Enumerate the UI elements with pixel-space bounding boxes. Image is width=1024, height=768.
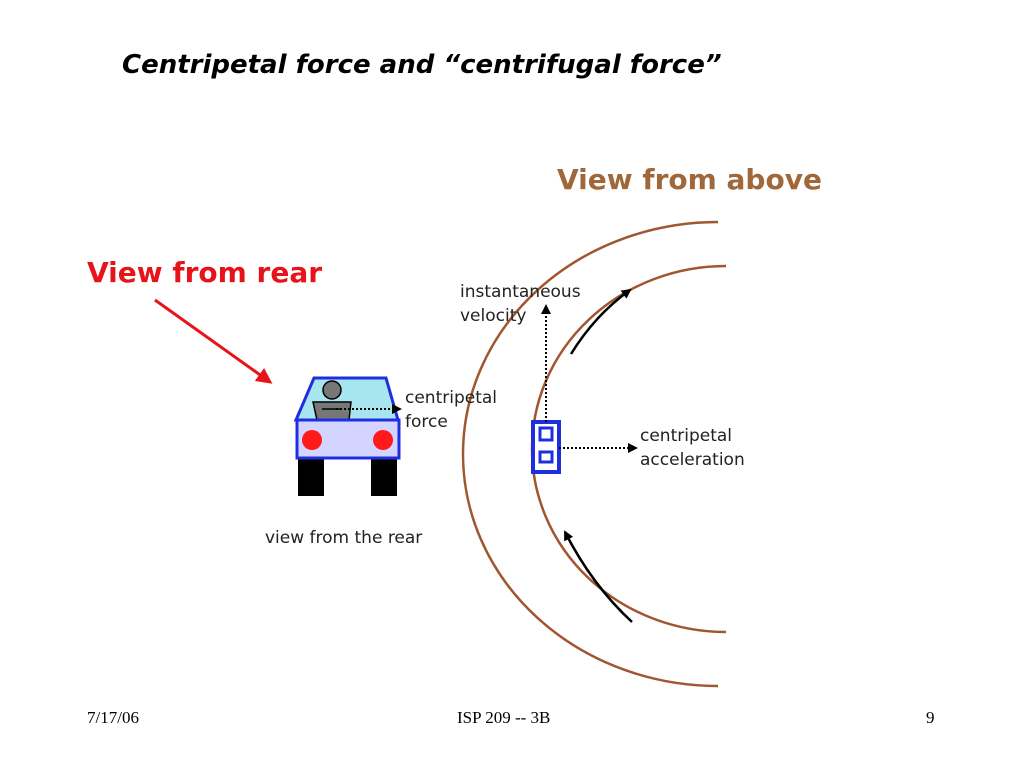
pointer-arrow <box>154 298 273 384</box>
acceleration-label: centripetal acceleration <box>640 424 745 472</box>
road-outer-edge <box>461 220 719 688</box>
view-from-rear-heading: View from rear <box>87 256 323 289</box>
footer-page-number: 9 <box>926 708 935 727</box>
left-taillight <box>302 430 322 450</box>
left-wheel <box>298 455 324 496</box>
footer-course: ISP 209 -- 3B <box>457 708 551 727</box>
motion-arrow-lower <box>563 530 633 623</box>
force-label-line1: centripetal <box>405 388 498 408</box>
acceleration-label-line1: centripetal <box>640 426 733 446</box>
centripetal-force-label: centripetal force <box>405 386 497 434</box>
view-from-above-heading: View from above <box>557 163 822 196</box>
driver-icon <box>312 380 352 421</box>
car-rear-view <box>293 376 401 496</box>
footer-date: 7/17/06 <box>87 708 139 727</box>
right-taillight <box>373 430 393 450</box>
velocity-label-line1: instantaneous <box>460 282 581 302</box>
slide-title: Centripetal force and “centrifugal force… <box>122 50 722 80</box>
right-wheel <box>371 455 397 496</box>
motion-arrow-upper <box>569 288 632 355</box>
rear-caption: view from the rear <box>265 528 423 548</box>
force-label-line2: force <box>405 412 448 432</box>
acceleration-label-line2: acceleration <box>640 450 745 470</box>
velocity-label: instantaneous velocity <box>460 280 581 328</box>
car-top-view <box>531 420 561 474</box>
velocity-label-line2: velocity <box>460 306 527 326</box>
